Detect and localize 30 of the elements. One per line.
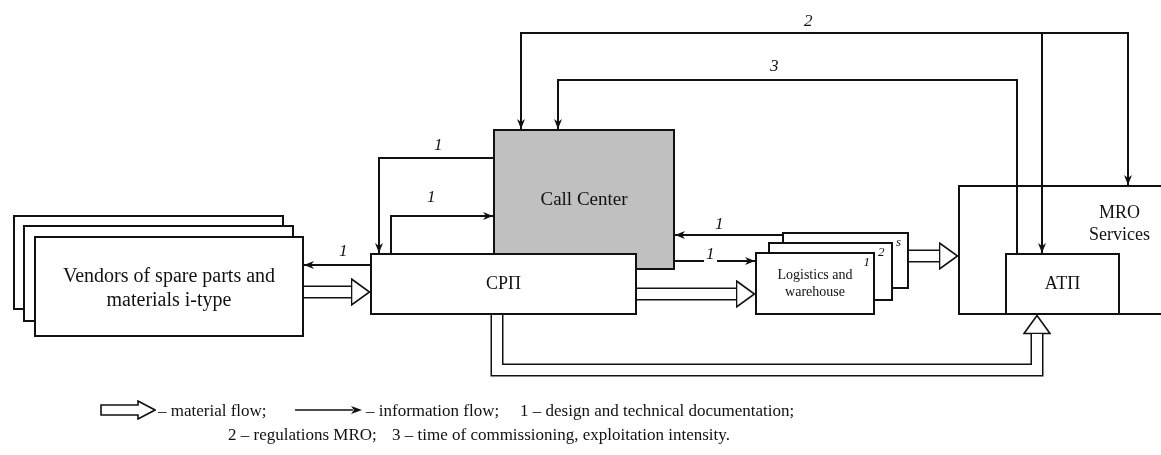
- node-label: MRO Services: [1088, 202, 1151, 246]
- legend-note: 1 – design and technical documentation;: [520, 402, 795, 419]
- call-center-box: [493, 129, 675, 270]
- legend-note: 3 – time of commissioning, exploitation intensity.: [392, 426, 730, 443]
- arrow: [390, 212, 494, 254]
- edge-label: 2: [802, 12, 815, 29]
- node-label: Logistics and warehouse: [776, 266, 854, 301]
- page-number: 2: [878, 245, 885, 258]
- arrow: [1038, 32, 1046, 254]
- process-box: [1005, 253, 1120, 315]
- arrow: [554, 79, 1018, 254]
- node-label: Call Center: [540, 188, 628, 211]
- legend-note: 2 – regulations MRO;: [228, 426, 377, 443]
- edge-label: 3: [768, 57, 781, 74]
- legend-text: – information flow;: [366, 402, 500, 419]
- node-label: Vendors of spare parts and materials i-type: [61, 262, 277, 311]
- arrow: [517, 32, 1043, 130]
- page-number: s: [896, 235, 902, 248]
- arrow: [1041, 32, 1132, 186]
- page-number: 1: [863, 255, 870, 268]
- service-box: [958, 185, 1161, 315]
- arrow: [674, 231, 783, 239]
- node-label: СРП: [486, 273, 521, 295]
- arrow: [674, 257, 756, 265]
- legend-text: – material flow;: [158, 402, 267, 419]
- arrow: [303, 261, 371, 269]
- edge-label: 1: [704, 245, 717, 262]
- process-box: [370, 253, 637, 315]
- arrow: [375, 157, 494, 254]
- node-label: АТП: [1044, 273, 1081, 295]
